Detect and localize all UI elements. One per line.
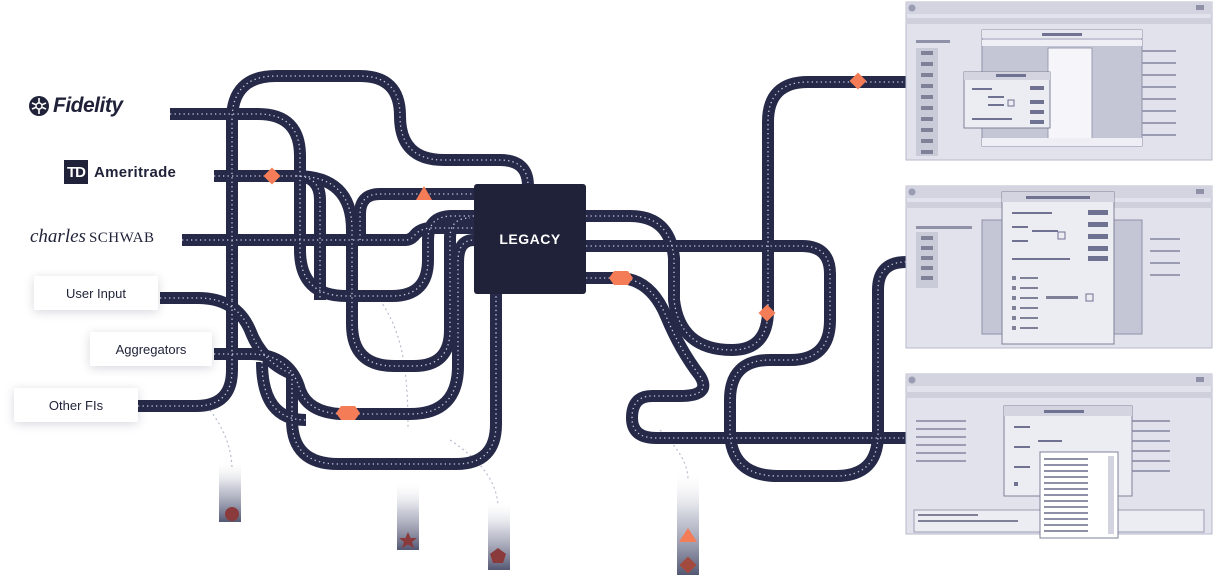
track-lane-dots xyxy=(586,245,907,477)
track-lane-dots xyxy=(160,294,497,465)
source-other-fis-label: Other FIs xyxy=(48,397,104,413)
app-window-3 xyxy=(905,373,1213,539)
td-logo-icon: TD xyxy=(64,160,88,184)
track-lane-dots xyxy=(170,113,474,297)
track-lane-dots xyxy=(214,175,471,367)
legacy-hub-label: LEGACY xyxy=(499,231,561,247)
track-lane-dots xyxy=(231,75,529,300)
hexagon-marker-icon xyxy=(336,406,360,420)
track-lane-dots xyxy=(586,277,906,439)
schwab-logo: charles SCHWAB xyxy=(30,226,154,248)
triangle-marker-icon xyxy=(416,186,432,200)
fidelity-logo: Fidelity xyxy=(28,94,123,118)
flow-markers xyxy=(225,72,867,574)
schwab-charles: charles xyxy=(30,226,86,247)
ameritrade-logo: TD Ameritrade xyxy=(64,160,176,184)
diamond-marker-icon xyxy=(849,72,867,90)
track-lane-dots xyxy=(214,239,475,415)
source-user-input: User Input xyxy=(34,276,158,310)
app-window-2 xyxy=(905,185,1213,349)
diamond-marker-icon xyxy=(679,556,697,574)
track-lane-dots xyxy=(138,300,233,407)
triangle-marker-icon xyxy=(679,528,697,542)
source-user-input-label: User Input xyxy=(66,285,126,301)
track-network xyxy=(138,70,907,482)
app-window-1 xyxy=(905,1,1213,161)
hexagon-marker-icon xyxy=(609,271,633,285)
schwab-name: SCHWAB xyxy=(88,230,155,246)
track-out-top xyxy=(586,76,906,356)
source-aggregators-label: Aggregators xyxy=(115,341,187,357)
circle-marker-icon xyxy=(225,507,239,521)
ameritrade-name: Ameritrade xyxy=(94,163,177,181)
track-out-bottom xyxy=(586,272,906,444)
track-lane-dots xyxy=(261,361,307,421)
pentagon-marker-icon xyxy=(490,548,506,563)
diamond-marker-icon xyxy=(263,167,281,185)
track-lane-dots xyxy=(586,81,906,351)
fidelity-logo-icon xyxy=(29,96,49,116)
track-schwab-upper xyxy=(354,188,474,240)
track-lane-dots xyxy=(182,227,474,241)
fidelity-name: Fidelity xyxy=(53,94,123,117)
star-marker-icon xyxy=(399,532,417,548)
legacy-hub xyxy=(474,184,586,294)
source-other-fis: Other FIs xyxy=(14,388,138,422)
source-aggregators: Aggregators xyxy=(90,332,212,366)
diamond-marker-icon xyxy=(758,304,776,322)
